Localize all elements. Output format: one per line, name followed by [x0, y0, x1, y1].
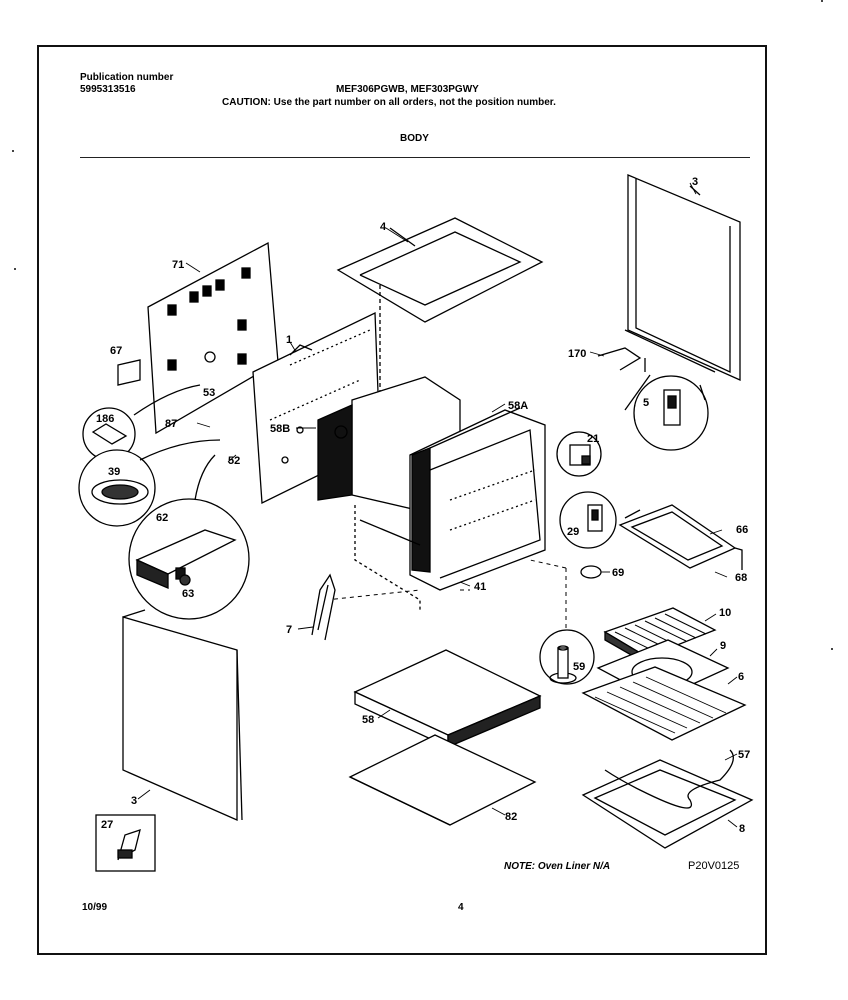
callout-186: 186: [96, 413, 114, 425]
callout-53: 53: [203, 387, 215, 399]
page-number: 4: [458, 902, 464, 913]
callout-63: 63: [182, 588, 194, 600]
bake-element-57: [581, 749, 754, 849]
callout-10: 10: [719, 607, 731, 619]
callout-59: 59: [573, 661, 585, 673]
top-tray-4: [336, 217, 544, 418]
revision-date: 10/99: [82, 902, 108, 913]
callout-27: 27: [101, 819, 113, 831]
oven-cavity: [317, 376, 546, 610]
callout-82: 82: [505, 811, 517, 823]
callout-5: 5: [643, 397, 649, 409]
callout-58b: 58B: [270, 423, 290, 435]
publication-label: Publication number: [80, 72, 174, 83]
callout-3-bottom: 3: [131, 795, 137, 807]
callout-7: 7: [286, 624, 292, 636]
header-rule: [80, 157, 750, 158]
callout-52: 52: [228, 455, 240, 467]
oven-liner-note: NOTE: Oven Liner N/A: [504, 861, 611, 872]
model-numbers: MEF306PGWB, MEF303PGWY: [336, 84, 479, 95]
rear-panel-71: [147, 241, 279, 435]
parts-sheet-border: [37, 45, 767, 955]
leveler-170: [597, 347, 642, 371]
callout-9: 9: [720, 640, 726, 652]
callout-8: 8: [739, 823, 745, 835]
callout-66: 66: [736, 524, 748, 536]
callout-4: 4: [380, 221, 387, 233]
callout-29: 29: [567, 526, 579, 538]
callout-170: 170: [568, 348, 586, 360]
oven-rack-6: [581, 666, 747, 741]
side-panel-3-left: [122, 609, 243, 821]
scan-speck: [821, 0, 823, 2]
callout-68: 68: [735, 572, 747, 584]
callout-3-top: 3: [692, 176, 698, 188]
scan-speck: [12, 150, 14, 152]
publication-number: 5995313516: [80, 84, 136, 95]
callout-67: 67: [110, 345, 122, 357]
bottom-panel-82: [348, 734, 537, 826]
section-title: BODY: [400, 133, 429, 144]
side-panel-3-right: [624, 174, 741, 382]
figure-code: P20V0125: [688, 860, 740, 872]
callout-39: 39: [108, 466, 120, 478]
callout-58a: 58A: [508, 400, 528, 412]
callout-62: 62: [156, 512, 168, 524]
callout-69: 69: [612, 567, 624, 579]
callout-1: 1: [286, 334, 292, 346]
part-69: [580, 565, 602, 579]
callout-87: 87: [165, 418, 177, 430]
callout-57: 57: [738, 749, 750, 761]
caution-text: CAUTION: Use the part number on all orde…: [222, 97, 556, 108]
scan-speck: [14, 268, 16, 270]
part-67: [117, 359, 141, 386]
broil-element-66: [618, 504, 743, 570]
insulation-58: [353, 649, 542, 749]
callout-21: 21: [587, 433, 599, 445]
scan-speck: [831, 648, 833, 650]
callout-71: 71: [172, 259, 184, 271]
callout-58: 58: [362, 714, 374, 726]
callout-41: 41: [474, 581, 486, 593]
callout-6: 6: [738, 671, 744, 683]
